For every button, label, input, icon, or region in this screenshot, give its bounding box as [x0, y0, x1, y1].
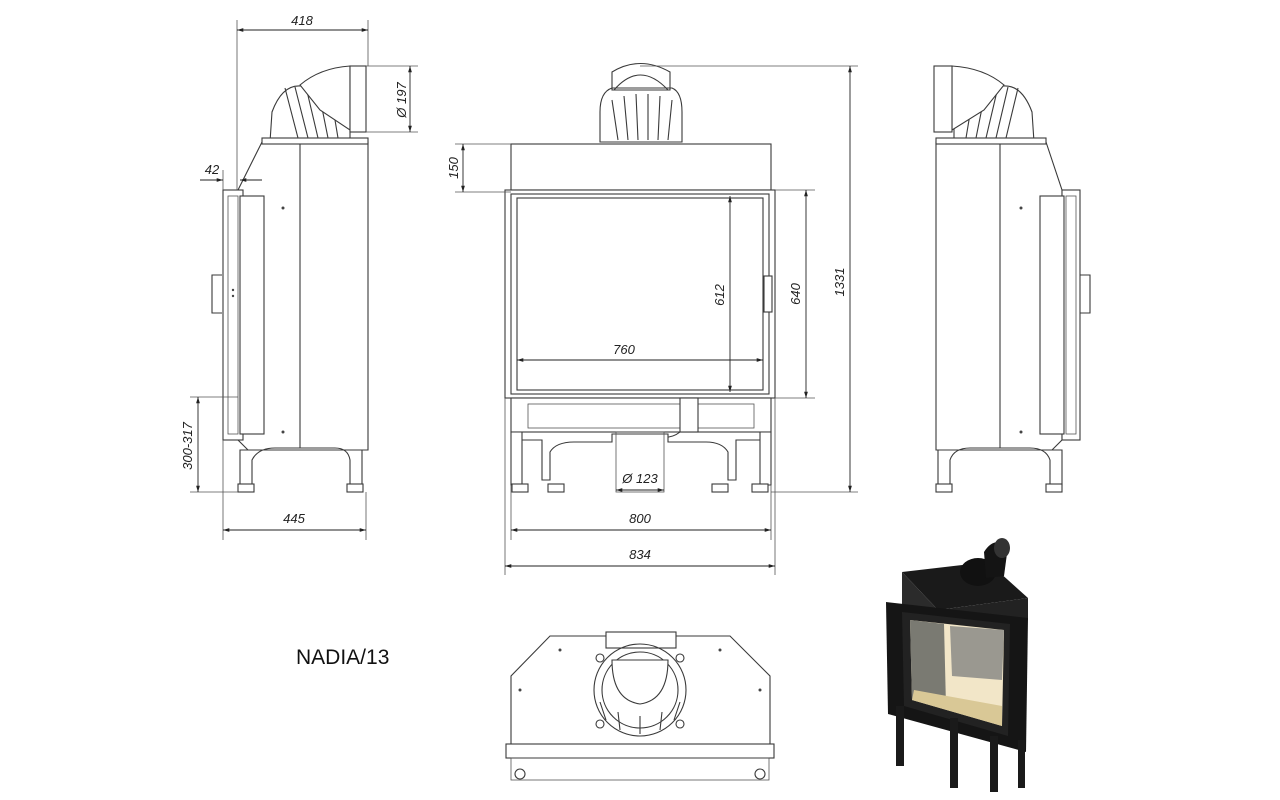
- fireplace-3d-render: [886, 538, 1028, 792]
- left-side-dimensions: 418 Ø 197 42 300-317 445: [180, 13, 418, 540]
- dim-total-height: 1331: [832, 268, 847, 297]
- dim-top-height: 150: [446, 156, 461, 178]
- front-dimensions: 150 612 640 1331 760 Ø 123 800 834: [446, 65, 858, 575]
- dim-side-offset: 42: [205, 162, 220, 177]
- model-name: NADIA/13: [296, 646, 390, 669]
- front-view: [504, 63, 776, 493]
- dim-total-width: 834: [629, 547, 651, 562]
- dim-air-inlet-diameter: Ø 123: [621, 471, 658, 486]
- top-view: [505, 631, 775, 781]
- dim-side-depth-bottom: 445: [283, 511, 305, 526]
- dim-flue-diameter-side: Ø 197: [394, 82, 409, 119]
- right-side-view: [933, 65, 1091, 493]
- left-side-view: [211, 65, 369, 493]
- dim-door-height: 640: [788, 282, 803, 304]
- dim-glass-width: 760: [613, 342, 635, 357]
- dim-body-width: 800: [629, 511, 651, 526]
- dim-leg-height: 300-317: [180, 421, 195, 469]
- dim-side-depth-top: 418: [291, 13, 313, 28]
- dim-glass-height: 612: [712, 283, 727, 305]
